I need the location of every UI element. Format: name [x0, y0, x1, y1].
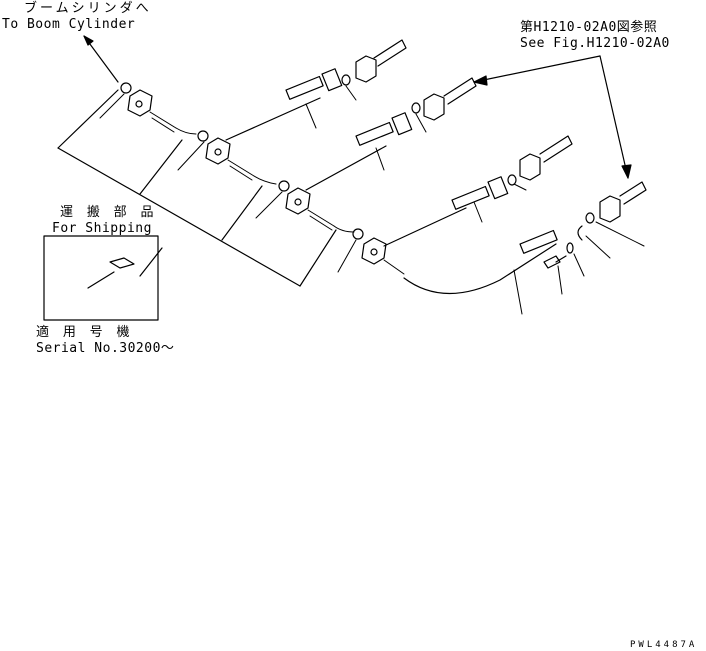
- shipping-label-en: For Shipping: [52, 221, 152, 236]
- shipping-box: [43, 235, 163, 321]
- mounting-plate-outline: [57, 89, 337, 287]
- drawing-code: PWL4487A: [630, 640, 698, 650]
- block-flanges: [355, 39, 647, 223]
- fasteners: [543, 225, 583, 269]
- left-flanges: [127, 89, 387, 265]
- short-hoses: [149, 111, 405, 275]
- serial-label-jp: 適 用 号 機: [36, 325, 133, 340]
- reference-label-jp: 第H1210-02A0図参照: [520, 20, 658, 35]
- long-hoses: [225, 97, 557, 295]
- o-rings: [120, 74, 595, 240]
- reference-arrows: [473, 55, 632, 179]
- shipping-label-jp: 運 搬 部 品: [60, 205, 157, 220]
- boom-arrow: [83, 35, 119, 83]
- leader-lines: [99, 85, 645, 315]
- boom-cylinder-label-jp: ブームシリンダへ: [24, 1, 152, 16]
- serial-label-en: Serial No.30200～: [36, 341, 175, 356]
- pipe-fittings: [285, 68, 558, 254]
- boom-cylinder-label-en: To Boom Cylinder: [2, 17, 136, 32]
- reference-label-en: See Fig.H1210-02A0: [520, 36, 670, 51]
